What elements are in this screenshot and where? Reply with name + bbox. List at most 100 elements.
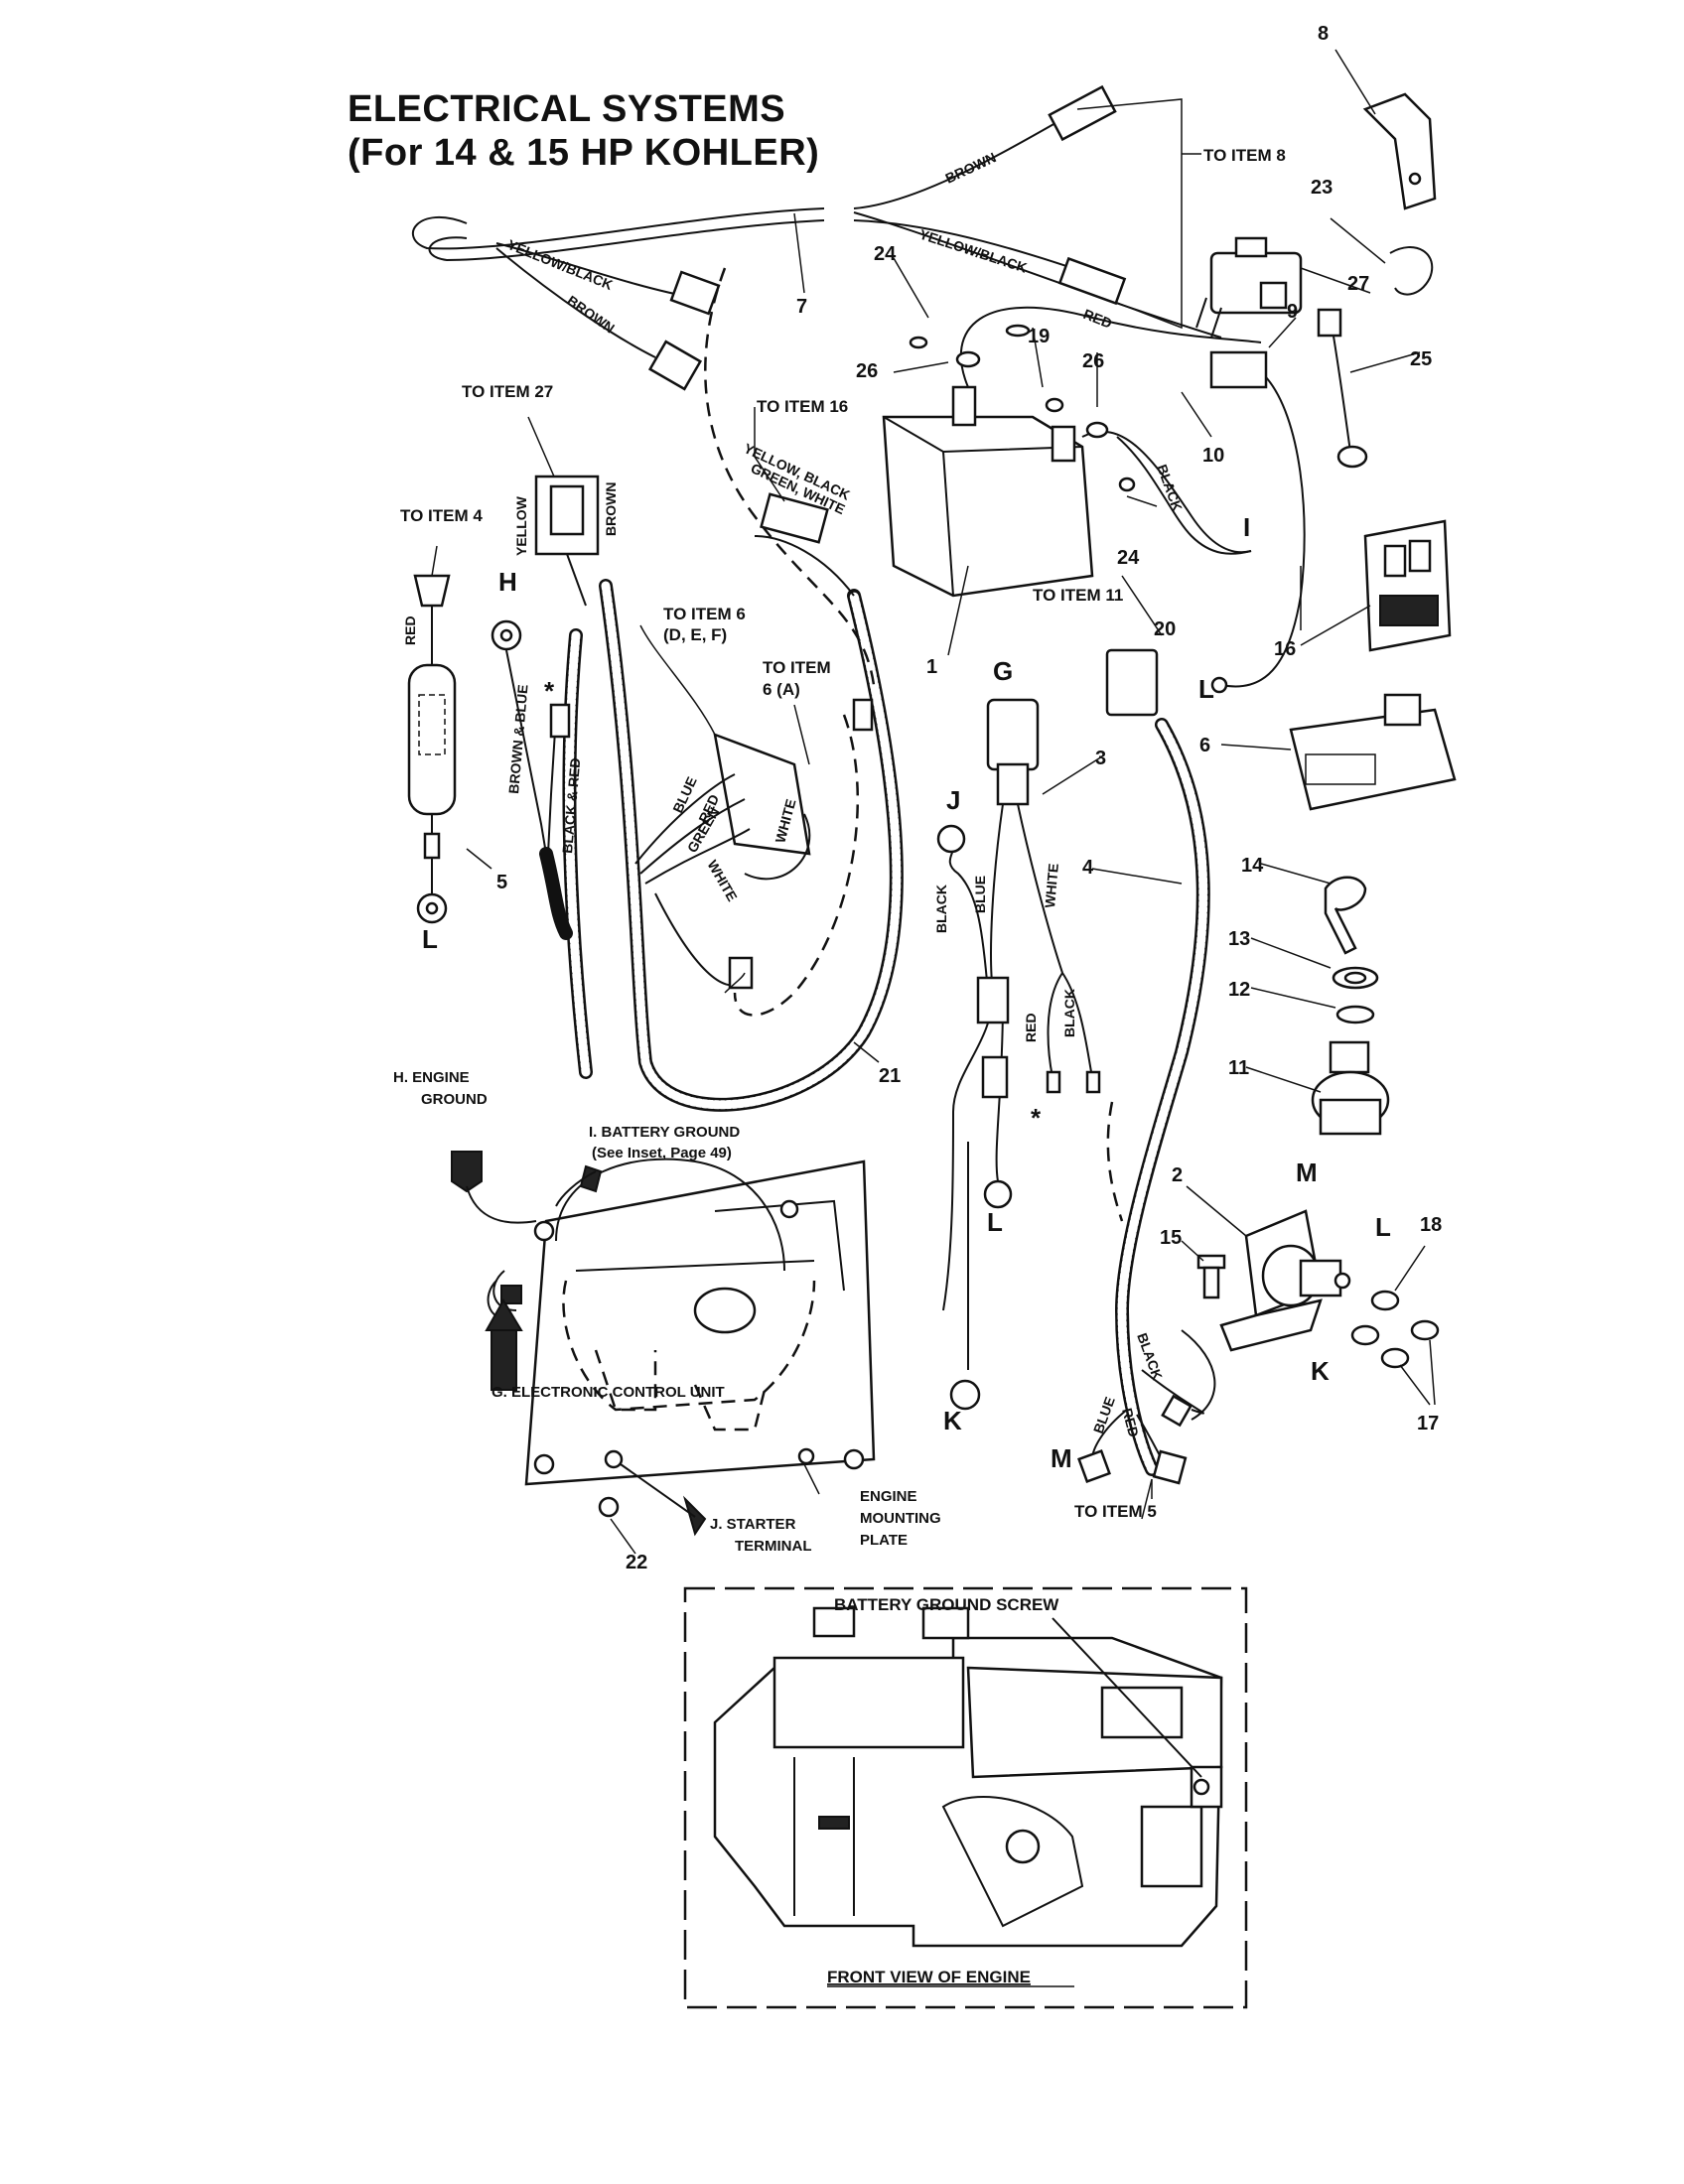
callout-to-item-8: TO ITEM 8 [1203,146,1286,165]
engine-arrows [451,1151,707,1537]
letter-i: I [1243,512,1250,542]
part-number-19: 19 [1028,326,1050,347]
part-number-26-a: 26 [856,360,878,382]
solenoid-bracket-2 [1219,1209,1351,1352]
part-number-24-b: 24 [1117,547,1140,569]
connector-to-item-27 [534,475,600,607]
callout-to-item-16: TO ITEM 16 [757,397,848,416]
callout-to-item-6-line2: (D, E, F) [663,625,727,644]
letter-j: J [946,785,960,815]
wire-label-white-g: WHITE [1042,863,1061,908]
clip-23 [1389,246,1434,296]
letter-l-3: L [1198,674,1214,704]
wire-label-red-top: RED [1081,306,1114,332]
connection-letters: G H I J K K L L L L M M * * [422,512,1391,1473]
part-number-21: 21 [879,1065,901,1087]
engine-drawing [487,1158,876,1486]
inset-labels: BATTERY GROUND SCREW FRONT VIEW OF ENGIN… [827,1595,1074,1987]
wire-label-red-small: RED [402,615,418,645]
wire-label-blue-m: BLUE [1090,1395,1118,1435]
callout-to-item-6a-line1: TO ITEM [763,658,831,677]
h-terminal-wires [491,619,573,940]
wire-label-black-m: BLACK [1134,1331,1166,1383]
callout-to-item-5: TO ITEM 5 [1074,1502,1157,1521]
part-number-9: 9 [1287,301,1298,323]
inset-box [683,1586,1248,2009]
callout-to-item-6a-line2: 6 (A) [763,680,800,699]
leader-lines [431,49,1436,1555]
letter-m-2: M [1051,1443,1072,1473]
battery-hardware [909,324,1136,492]
battery-1 [882,306,1262,598]
letter-g: G [993,656,1013,686]
callout-to-item-27: TO ITEM 27 [462,382,553,401]
engine-labels: H. ENGINE GROUND I. BATTERY GROUND (See … [393,1069,941,1555]
part-number-2: 2 [1172,1164,1183,1186]
callout-to-item-6-line1: TO ITEM 6 [663,605,746,623]
cable-25 [1317,308,1368,469]
star-1: * [544,676,555,706]
part-number-27: 27 [1347,273,1369,295]
part-number-8: 8 [1318,23,1329,45]
harness-4-right [1077,648,1216,1485]
part-numbers: 1 2 3 4 5 6 7 8 9 10 11 12 13 14 15 16 1… [496,23,1442,1573]
letter-l-2: L [987,1207,1003,1237]
battery-ground-line2: (See Inset, Page 49) [592,1145,732,1161]
cable-20 [1116,436,1252,555]
engine-ground-line1: H. ENGINE [393,1069,470,1086]
harness-21 [562,267,904,1112]
part-number-16: 16 [1274,638,1296,660]
switch-16 [1363,519,1452,652]
inset-battery-ground-screw: BATTERY GROUND SCREW [834,1595,1059,1614]
part-number-13: 13 [1228,928,1250,950]
part-number-20: 20 [1154,618,1176,640]
wire-label-brown-left: BROWN [564,292,618,336]
letter-l-1: L [422,924,438,954]
part-number-3: 3 [1095,748,1106,769]
part-number-4: 4 [1082,857,1094,879]
wire-label-yellow: YELLOW [513,495,529,556]
ecu-label: G. ELECTRONIC CONTROL UNIT [491,1384,725,1401]
wire-label-red-g: RED [1023,1013,1039,1042]
letter-k-2: K [1311,1356,1330,1386]
key-14 [1324,876,1367,955]
letter-k: K [943,1406,962,1435]
part-number-11: 11 [1228,1057,1249,1079]
part-number-10: 10 [1202,445,1224,467]
battery-ground-line1: I. BATTERY GROUND [589,1124,740,1141]
part-number-5: 5 [496,872,507,893]
harness-7 [411,84,1222,391]
wire-label-yellow-black-right: YELLOW/BLACK [917,226,1029,276]
title-line-1: ELECTRICAL SYSTEMS [348,88,786,130]
wire-label-brown-connector: BROWN [603,482,619,536]
part-number-6: 6 [1199,735,1210,756]
screw-15 [1196,1254,1226,1299]
mounting-plate-line1: ENGINE [860,1488,917,1505]
fuse-holder-5 [407,574,457,924]
part-number-12: 12 [1228,979,1250,1001]
callout-to-item-11: TO ITEM 11 [1033,586,1123,605]
starter-terminal-line1: J. STARTER [710,1516,796,1533]
ring-12 [1335,1005,1375,1024]
letter-h: H [498,567,517,597]
letter-l-4: L [1375,1212,1391,1242]
relay-9 [1209,350,1306,694]
part-number-14: 14 [1241,855,1264,877]
part-number-26-b: 26 [1082,350,1104,372]
callout-labels: TO ITEM 8 TO ITEM 27 TO ITEM 16 TO ITEM … [400,146,1286,1521]
wire-label-brown-blue: BROWN & BLUE [505,684,531,794]
harness-3-4 [936,698,1101,1411]
washers-17-18 [1350,1290,1440,1369]
part-number-25: 25 [1410,348,1432,370]
switch-27 [1195,236,1303,339]
mounting-plate-line2: MOUNTING [860,1510,941,1527]
wire-label-green: GREEN [684,804,723,855]
title-line-2: (For 14 & 15 HP KOHLER) [348,132,820,174]
ignition-switch-11 [1311,1040,1390,1136]
wire-label-blue: BLUE [669,774,700,815]
mounting-plate-line3: PLATE [860,1532,908,1549]
part-number-24-a: 24 [874,243,897,265]
star-2: * [1031,1103,1042,1133]
wire-label-blue-j: BLUE [972,876,988,913]
part-number-1: 1 [926,656,937,678]
